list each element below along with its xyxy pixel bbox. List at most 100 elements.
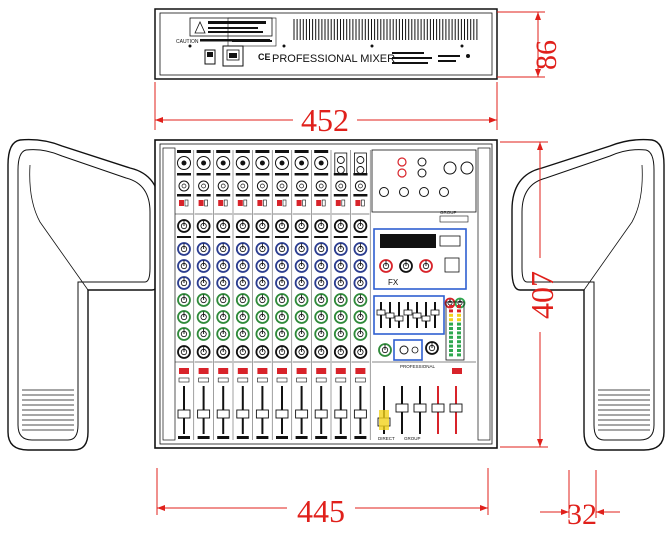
meter-led — [449, 327, 453, 330]
phones-panel — [393, 339, 423, 361]
meter-led — [457, 349, 461, 352]
rca-output-icon — [397, 168, 407, 178]
channel-number-label — [354, 436, 367, 439]
eq-slider-track — [425, 302, 427, 328]
rear-brand-text: PROFESSIONAL MIXER — [272, 53, 395, 65]
right-grip-ribs — [598, 389, 650, 431]
mute-button-icon — [335, 368, 346, 374]
ce-mark: CE — [258, 52, 271, 62]
graphic-eq-panel — [373, 295, 445, 335]
meter-led — [457, 309, 461, 313]
insert-switch-icon — [223, 199, 228, 207]
channel-label-strip — [333, 173, 348, 176]
channel-label-strip — [255, 150, 270, 153]
solo-button-icon — [276, 377, 288, 383]
fader-knob — [177, 409, 191, 419]
meter-led — [457, 313, 461, 317]
channel-label-strip — [255, 236, 270, 238]
jack-input-icon — [201, 183, 206, 189]
solo-button-icon — [296, 377, 307, 383]
solo-button-icon — [237, 377, 249, 383]
rear-fineprint — [392, 52, 470, 64]
jack-input-icon — [299, 183, 304, 189]
channel-number-label — [197, 436, 210, 439]
insert-switch-icon — [204, 199, 208, 207]
left-grip-ribs — [22, 389, 74, 431]
master-fader-knob — [431, 403, 445, 413]
insert-switch-icon — [198, 200, 204, 206]
rca-output-icon — [397, 157, 407, 167]
eq-slider-knob — [421, 315, 431, 322]
channel-label-strip — [294, 150, 309, 153]
channel-label-strip — [216, 236, 231, 238]
channel-label-strip — [177, 150, 191, 153]
logo-badge — [439, 215, 469, 223]
jack-input-icon — [240, 183, 246, 189]
channel-label-strip — [275, 150, 289, 153]
channel-label-strip — [177, 194, 191, 197]
insert-switch-icon — [218, 200, 224, 206]
height-dimension: 86 — [497, 11, 563, 78]
depth-label: 407 — [524, 271, 560, 319]
jack-input-icon — [356, 166, 365, 174]
jack-input-icon — [260, 183, 265, 189]
channel-label-strip — [275, 194, 289, 197]
fader-knob — [295, 409, 309, 419]
solo-button-icon — [335, 377, 347, 383]
right-side-panel — [511, 138, 665, 451]
jack-input-icon — [356, 156, 365, 164]
fader-knob — [216, 409, 230, 419]
meter-led — [457, 331, 461, 335]
aux-out-jack-icon — [399, 187, 409, 197]
insert-switch-icon — [321, 199, 326, 207]
jack-input-icon — [338, 183, 344, 189]
meter-led — [449, 309, 453, 313]
vent-grille — [293, 19, 478, 40]
insert-switch-icon — [179, 200, 184, 206]
level-meter-frame — [445, 301, 465, 361]
fader-knob — [197, 409, 211, 419]
channel-label-strip — [235, 173, 250, 176]
channel-label-strip — [177, 173, 191, 176]
thickness-dimension: 32 — [540, 470, 620, 531]
insert-switch-icon — [277, 200, 282, 206]
meter-led — [457, 322, 461, 326]
channel-label-strip — [333, 194, 348, 197]
rca-input-icon — [417, 157, 427, 167]
fx-usb-port-icon — [439, 235, 461, 247]
jack-input-icon — [279, 183, 285, 189]
warning-triangle-icon — [194, 21, 206, 34]
insert-switch-icon — [316, 200, 322, 206]
eq-slider-track — [398, 302, 400, 328]
meter-led — [449, 340, 453, 344]
meter-led — [457, 318, 461, 322]
channel-label-strip — [353, 236, 368, 238]
channel-label-strip — [196, 194, 211, 197]
group-label: GROUP — [404, 436, 421, 441]
meter-led — [449, 335, 453, 339]
meter-led — [449, 322, 453, 326]
channel-number-label — [236, 436, 249, 439]
thickness-label: 32 — [567, 498, 597, 531]
mute-button-icon — [179, 368, 189, 374]
meter-led — [449, 349, 453, 352]
eq-slider-knob — [403, 309, 413, 316]
insert-switch-icon — [257, 200, 263, 206]
insert-switch-icon — [361, 199, 365, 207]
channel-label-strip — [294, 194, 309, 197]
meter-led — [457, 305, 461, 308]
channel-label-strip — [235, 236, 250, 238]
meter-led — [457, 335, 461, 339]
channel-label-strip — [275, 173, 289, 176]
channel-label-strip — [177, 236, 191, 238]
rca-input-icon — [417, 168, 427, 178]
fader-knob — [353, 409, 367, 419]
insert-switch-icon — [243, 199, 248, 207]
fader-knob — [236, 409, 250, 419]
master-fader-knob — [413, 403, 427, 413]
mute-button-icon — [296, 368, 307, 374]
channel-label-strip — [255, 194, 270, 197]
professional-label: PROFESSIONAL — [400, 364, 436, 369]
eq-slider-knob — [394, 315, 404, 322]
main-mute-button-icon — [452, 368, 462, 374]
